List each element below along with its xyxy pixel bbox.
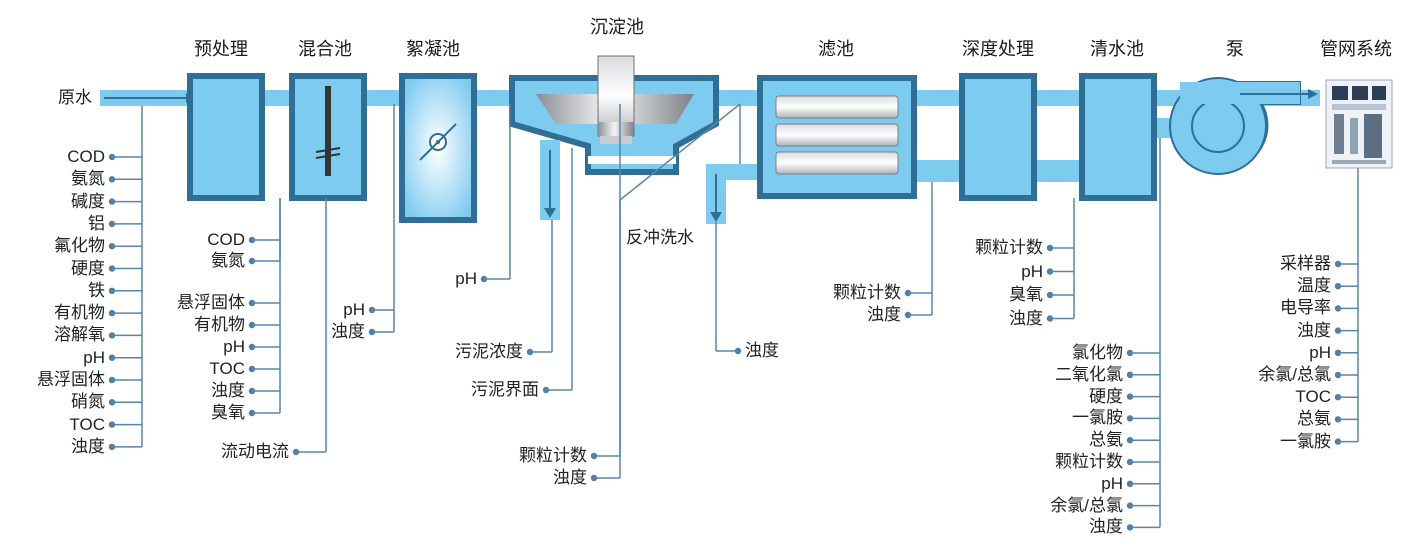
param-label: 氟化物 bbox=[54, 236, 105, 256]
param-label: 臭氧 bbox=[1009, 285, 1043, 304]
param-label: pH bbox=[343, 300, 365, 319]
param-label: 余氯/总氯 bbox=[1258, 365, 1331, 384]
param-label: COD bbox=[207, 230, 245, 249]
param-label: 硬度 bbox=[71, 258, 105, 278]
param-label: 浊度 bbox=[867, 305, 901, 324]
param-label: 有机物 bbox=[54, 303, 105, 323]
param-label: 污泥界面 bbox=[471, 380, 539, 399]
param-label: 一氯胺 bbox=[1072, 408, 1123, 428]
param-label: 硬度 bbox=[1089, 386, 1123, 406]
param-label: 臭氧 bbox=[211, 403, 245, 422]
param-label: 颗粒计数 bbox=[519, 446, 587, 465]
param-label: 总氨 bbox=[1089, 430, 1123, 450]
param-label: TOC bbox=[209, 359, 245, 378]
filter-tank bbox=[757, 75, 917, 199]
connector-line bbox=[619, 103, 741, 201]
param-label: 悬浮固体 bbox=[37, 370, 105, 389]
param-label: pH bbox=[1101, 473, 1123, 493]
param-label: 温度 bbox=[1297, 276, 1331, 296]
param-label: 有机物 bbox=[194, 315, 245, 334]
mixing-tank bbox=[289, 73, 367, 201]
param-label: 浊度 bbox=[211, 381, 245, 400]
analyzer-cabinet-icon bbox=[1325, 79, 1393, 169]
advanced-tank bbox=[959, 73, 1037, 201]
param-label: pH bbox=[83, 347, 105, 367]
title-network: 管网系统 bbox=[1320, 39, 1392, 59]
param-label: 总氨 bbox=[1297, 409, 1331, 429]
param-label: 浊度 bbox=[1297, 320, 1331, 340]
param-label: 余氯/总氯 bbox=[1050, 495, 1123, 515]
param-label: 氨氮 bbox=[211, 251, 245, 270]
param-label: 浊度 bbox=[1089, 517, 1123, 537]
param-label: pH bbox=[1309, 342, 1331, 362]
param-label: TOC bbox=[69, 414, 105, 434]
param-label: COD bbox=[67, 147, 105, 166]
param-label: 溶解氧 bbox=[54, 325, 105, 345]
connector-lines bbox=[108, 103, 1359, 531]
param-label: 浊度 bbox=[553, 468, 587, 487]
clearwell-tank bbox=[1079, 73, 1157, 201]
param-label: 硝氮 bbox=[71, 392, 105, 412]
param-label: 流动电流 bbox=[221, 442, 289, 461]
param-label: 采样器 bbox=[1280, 254, 1331, 273]
param-label: TOC bbox=[1295, 387, 1331, 407]
pump bbox=[1169, 77, 1318, 175]
sludge-outlet bbox=[540, 140, 560, 220]
param-label: 浊度 bbox=[745, 341, 779, 360]
title-mixing: 混合池 bbox=[298, 39, 352, 59]
pretreatment-tank bbox=[187, 73, 265, 201]
param-label: pH bbox=[1021, 261, 1043, 281]
title-filter: 滤池 bbox=[818, 39, 854, 59]
param-label: 浊度 bbox=[1009, 308, 1043, 328]
param-label: 碱度 bbox=[71, 191, 105, 211]
param-label: pH bbox=[455, 269, 477, 288]
param-label: 浊度 bbox=[71, 436, 105, 456]
param-label: 氨氮 bbox=[71, 169, 105, 189]
title-pump: 泵 bbox=[1226, 39, 1244, 59]
inlet-label: 原水 bbox=[58, 88, 92, 107]
param-label: 颗粒计数 bbox=[1055, 452, 1123, 471]
title-clearwell: 清水池 bbox=[1090, 39, 1144, 59]
param-label: 铁 bbox=[88, 280, 105, 300]
param-label: 颗粒计数 bbox=[975, 238, 1043, 257]
param-label: 铝 bbox=[88, 213, 105, 233]
param-label: 颗粒计数 bbox=[833, 283, 901, 302]
title-sedimentation: 沉淀池 bbox=[590, 17, 644, 37]
backwash-label: 反冲洗水 bbox=[626, 228, 694, 247]
title-pretreatment: 预处理 bbox=[194, 39, 248, 59]
param-label: 悬浮固体 bbox=[177, 293, 245, 312]
flocculation-tank bbox=[399, 73, 477, 223]
param-label: 浊度 bbox=[331, 322, 365, 341]
title-advanced: 深度处理 bbox=[962, 39, 1034, 59]
param-label: 一氯胺 bbox=[1280, 431, 1331, 451]
param-label: 污泥浓度 bbox=[455, 342, 523, 361]
param-label: 氯化物 bbox=[1072, 343, 1123, 362]
param-label: 电导率 bbox=[1280, 298, 1331, 318]
title-flocculation: 絮凝池 bbox=[406, 39, 460, 59]
backwash-pipe bbox=[706, 164, 762, 224]
param-label: 二氧化氯 bbox=[1055, 364, 1123, 384]
param-label: pH bbox=[223, 337, 245, 356]
sedimentation-tank bbox=[509, 55, 719, 175]
